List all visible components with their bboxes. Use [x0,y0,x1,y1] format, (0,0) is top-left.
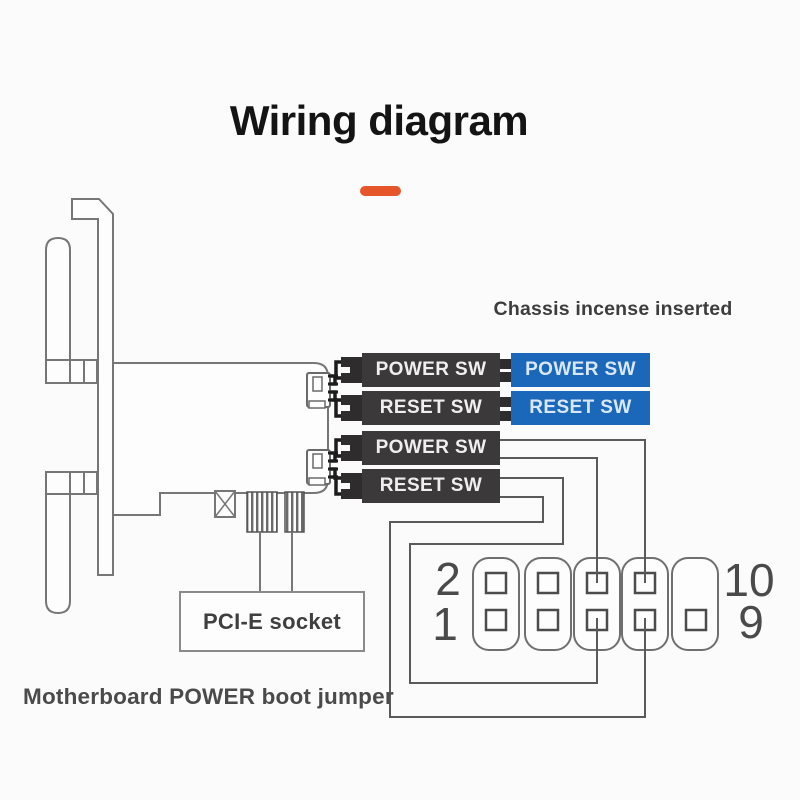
connector-left-tabs [341,357,362,499]
pin-label-9: 9 [738,596,764,648]
signal-wires [389,439,646,718]
chassis-note: Chassis incense inserted [493,298,733,320]
page-title: Wiring diagram [229,97,529,144]
pcie-socket-box: PCI-E socket [179,591,365,652]
jumper-header [472,557,719,651]
harness-wires-plug-1 [331,360,342,418]
antenna-bottom [45,471,98,615]
card-power-sw-label-1: POWER SW [362,353,500,387]
card-reset-sw-label-1: RESET SW [362,391,500,425]
socket-legs [259,532,293,591]
title-underline-accent [360,186,401,196]
antenna-top [45,236,98,384]
pci-bracket [71,198,114,576]
pin-label-10: 10 [723,554,775,606]
jumper-caption: Motherboard POWER boot jumper [23,684,394,709]
card-power-sw-label-2: POWER SW [362,431,500,465]
harness-wires-plug-2 [331,438,342,496]
connector-plug-2 [306,449,338,486]
pcie-socket-label: PCI-E socket [202,608,342,634]
pin-label-2: 2 [435,553,461,605]
chassis-reset-sw-label: RESET SW [511,391,650,425]
crystal-component [214,490,236,518]
chassis-link-tabs [499,359,512,421]
pcie-edge-fingers [246,491,305,533]
card-reset-sw-label-2: RESET SW [362,469,500,503]
chassis-power-sw-label: POWER SW [511,353,650,387]
pin-label-1: 1 [432,598,458,650]
